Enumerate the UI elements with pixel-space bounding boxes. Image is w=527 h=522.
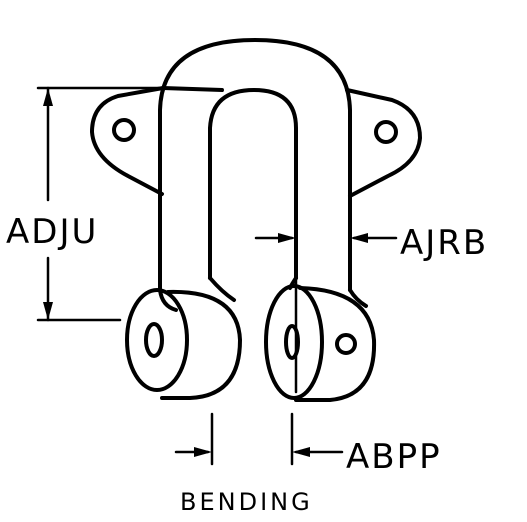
abpp-label: ABPP (346, 437, 442, 477)
right-eye-hole (335, 333, 357, 355)
ajrb-dimension: AJRB (254, 216, 488, 394)
diagram-caption: BENDING (180, 488, 313, 516)
right-eye-face (264, 284, 324, 400)
mounting-plate (90, 86, 422, 198)
right-eye (264, 284, 377, 402)
plate-hole-left (112, 118, 136, 142)
left-eye (125, 288, 242, 400)
right-pin-hole (284, 324, 300, 360)
shackle-body (158, 38, 368, 312)
adju-label: ADJU (6, 212, 98, 252)
plate-hole-right (374, 120, 398, 144)
abpp-dimension: ABPP (174, 412, 442, 477)
left-eye-face (125, 288, 189, 392)
left-pin-hole (144, 322, 164, 358)
adju-dimension: ADJU (6, 86, 172, 322)
ajrb-label: AJRB (400, 223, 488, 263)
